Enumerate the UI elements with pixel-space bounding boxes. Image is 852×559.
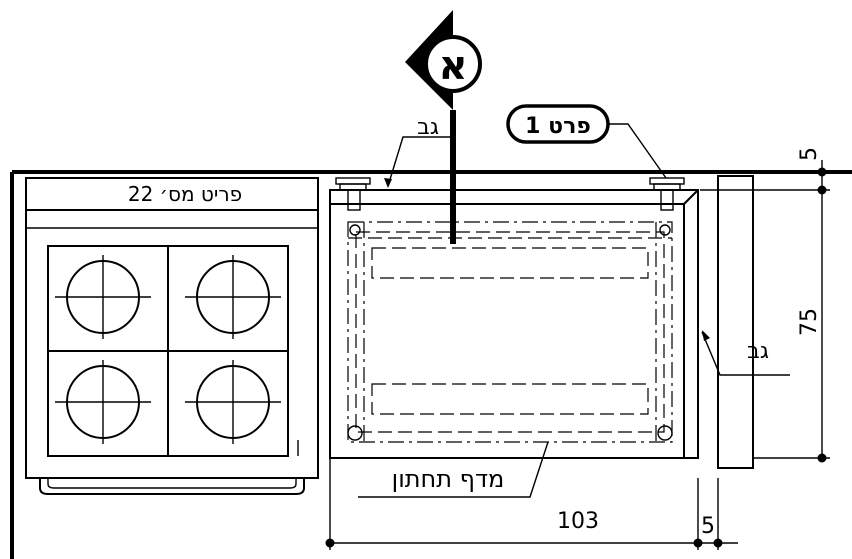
back-right-callout: גב — [701, 330, 790, 376]
detail-reference-callout: פרט 1 — [506, 104, 667, 179]
cabinet-hidden-lines — [347, 221, 673, 443]
cabinet-body — [329, 189, 699, 459]
back-top-callout: גב — [384, 115, 454, 188]
mounting-bracket-right — [649, 177, 685, 211]
bottom-shelf-label: מדף תחתון — [392, 465, 505, 493]
bottom-shelf-callout: מדף תחתון — [358, 441, 549, 498]
mounting-bracket-left — [335, 177, 371, 211]
detail-reference-label: פרט 1 — [525, 114, 591, 139]
dimension-top-gap: 5 — [797, 147, 822, 161]
dimension-side-gap: 5 — [701, 514, 715, 539]
wall-lines — [10, 170, 852, 559]
section-marker-letter: א — [438, 43, 467, 89]
section-marker: א — [405, 10, 482, 244]
vertical-dimensions — [700, 160, 830, 463]
burner-top-right — [185, 255, 281, 339]
burner-bottom-right — [185, 360, 281, 444]
dimension-width: 103 — [557, 509, 599, 534]
dimension-height: 75 — [797, 308, 822, 336]
stove-unit — [25, 177, 319, 495]
burner-top-left — [55, 255, 151, 339]
back-right-label: גב — [747, 339, 769, 364]
horizontal-dimensions — [325, 458, 738, 550]
back-top-label: גב — [417, 115, 439, 140]
back-panel — [717, 175, 754, 469]
burner-bottom-left — [55, 360, 151, 444]
item-number-label: פריט מס׳ 22 — [128, 182, 242, 206]
